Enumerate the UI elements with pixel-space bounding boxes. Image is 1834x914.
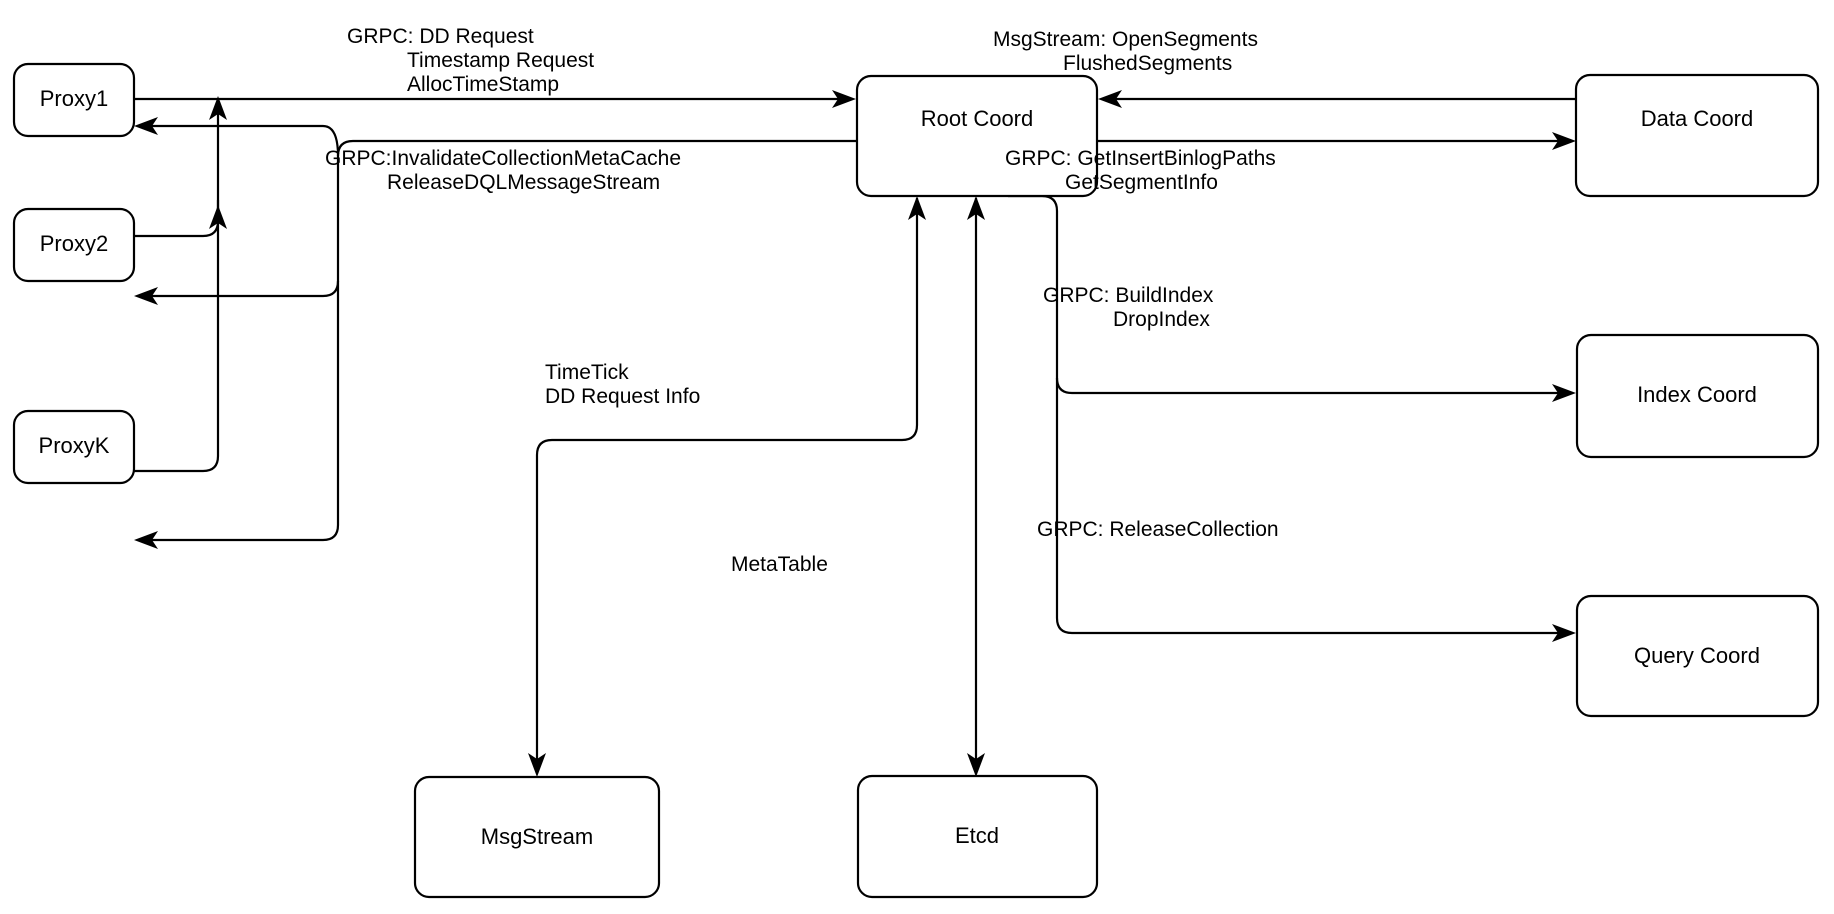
edge-label-root-to-index-line1: GRPC: BuildIndex bbox=[1043, 284, 1214, 307]
node-proxy2-shape[interactable] bbox=[12, 207, 136, 283]
node-proxy2-label: Proxy2 bbox=[40, 231, 108, 256]
arrowhead-into-msgstream bbox=[528, 753, 546, 777]
arrowhead-into-proxy2 bbox=[134, 287, 158, 305]
node-proxyk-shape[interactable] bbox=[12, 409, 136, 485]
edge-rootcoord-to-coords bbox=[1008, 194, 1576, 642]
edge-rootcoord-to-etcd bbox=[967, 196, 985, 777]
edge-label-root-to-msgstream: TimeTick DD Request Info bbox=[545, 361, 700, 408]
edge-label-root-to-index-line2: DropIndex bbox=[1113, 308, 1210, 331]
node-indexcoord-label: Index Coord bbox=[1637, 382, 1757, 407]
edge-rootcoord-to-datacoord bbox=[1097, 132, 1576, 150]
arrowhead-into-proxyk bbox=[134, 531, 158, 549]
node-indexcoord-shape[interactable] bbox=[1575, 333, 1820, 459]
edge-label-root-to-data-line2: GetSegmentInfo bbox=[1065, 171, 1218, 194]
edge-proxy2-to-merge bbox=[134, 200, 220, 238]
arrowhead-into-querycoord bbox=[1552, 624, 1576, 642]
node-rootcoord[interactable]: Root Coord bbox=[855, 74, 1099, 198]
edge-rootcoord-to-proxies bbox=[134, 117, 856, 549]
arrowhead-into-proxy1 bbox=[134, 117, 158, 135]
edge-label-data-to-root: MsgStream: OpenSegments FlushedSegments bbox=[993, 28, 1258, 75]
node-datacoord-label: Data Coord bbox=[1641, 106, 1754, 131]
edge-label-proxy-to-root: GRPC: DD Request Timestamp Request Alloc… bbox=[347, 25, 594, 96]
node-datacoord-shape[interactable] bbox=[1574, 73, 1820, 198]
edge-label-root-to-proxy: GRPC:InvalidateCollectionMetaCache Relea… bbox=[325, 147, 681, 194]
node-querycoord-shape[interactable] bbox=[1575, 594, 1820, 718]
node-rootcoord-label: Root Coord bbox=[921, 106, 1034, 131]
edge-line-rootcoord-to-msgstream bbox=[535, 198, 919, 765]
node-proxy1[interactable]: Proxy1 bbox=[12, 62, 136, 138]
edge-proxyk-to-merge bbox=[134, 113, 220, 473]
edge-rootcoord-trunk-to-proxies bbox=[146, 139, 856, 542]
arrowhead-into-rootcoord-bottom-right bbox=[967, 196, 985, 220]
node-querycoord-label: Query Coord bbox=[1634, 643, 1760, 668]
arrowhead-merge-upper bbox=[209, 96, 227, 120]
arrowhead-into-rootcoord-right bbox=[1098, 90, 1122, 108]
arrowhead-into-rootcoord-bottom-left bbox=[908, 196, 926, 220]
node-datacoord[interactable]: Data Coord bbox=[1574, 73, 1820, 198]
arrowhead-into-rootcoord-left bbox=[832, 90, 856, 108]
arrowhead-into-indexcoord bbox=[1552, 384, 1576, 402]
edge-branch-to-indexcoord bbox=[1055, 377, 1564, 395]
edge-label-root-to-data-line1: GRPC: GetInsertBinlogPaths bbox=[1005, 147, 1276, 170]
node-msgstream[interactable]: MsgStream bbox=[413, 775, 661, 899]
node-indexcoord[interactable]: Index Coord bbox=[1575, 333, 1820, 459]
node-msgstream-label: MsgStream bbox=[481, 824, 593, 849]
edge-label-data-to-root-line1: MsgStream: OpenSegments bbox=[993, 28, 1258, 51]
node-rootcoord-shape[interactable] bbox=[855, 74, 1099, 198]
edge-datacoord-to-rootcoord bbox=[1098, 90, 1576, 108]
edge-label-root-to-etcd: MetaTable bbox=[731, 553, 828, 576]
edge-label-root-to-query-line1: GRPC: ReleaseCollection bbox=[1037, 518, 1279, 541]
edge-rootcoord-to-msgstream bbox=[528, 178, 926, 777]
node-querycoord[interactable]: Query Coord bbox=[1575, 594, 1820, 718]
edge-label-root-to-etcd-line1: MetaTable bbox=[731, 553, 828, 576]
edge-label-root-to-index: GRPC: BuildIndex DropIndex bbox=[1043, 284, 1214, 331]
edge-label-root-to-proxy-line2: ReleaseDQLMessageStream bbox=[387, 171, 660, 194]
edge-trunk-rootcoord-down bbox=[1008, 194, 1564, 635]
edge-label-root-to-data: GRPC: GetInsertBinlogPaths GetSegmentInf… bbox=[1005, 147, 1276, 194]
edge-branch-to-proxy2 bbox=[146, 280, 340, 298]
edge-label-root-to-msgstream-line2: DD Request Info bbox=[545, 385, 700, 408]
edge-label-root-to-proxy-line1: GRPC:InvalidateCollectionMetaCache bbox=[325, 147, 681, 170]
node-etcd[interactable]: Etcd bbox=[856, 774, 1099, 899]
edge-label-root-to-query: GRPC: ReleaseCollection bbox=[1037, 518, 1279, 541]
edge-label-proxy-to-root-line3: AllocTimeStamp bbox=[407, 73, 559, 96]
node-msgstream-shape[interactable] bbox=[413, 775, 661, 899]
edge-branch-to-proxy1 bbox=[146, 124, 340, 157]
edge-label-proxy-to-root-line1: GRPC: DD Request bbox=[347, 25, 534, 48]
node-proxy1-label: Proxy1 bbox=[40, 86, 108, 111]
arrowhead-into-etcd bbox=[967, 753, 985, 777]
edge-label-root-to-msgstream-line1: TimeTick bbox=[545, 361, 629, 384]
arrowhead-into-datacoord bbox=[1552, 132, 1576, 150]
edge-label-data-to-root-line2: FlushedSegments bbox=[1063, 52, 1232, 75]
node-proxy2[interactable]: Proxy2 bbox=[12, 207, 136, 283]
arrowhead-merge-lower bbox=[209, 205, 227, 229]
node-proxyk-label: ProxyK bbox=[39, 433, 110, 458]
node-etcd-shape[interactable] bbox=[856, 774, 1099, 899]
node-etcd-label: Etcd bbox=[955, 823, 999, 848]
node-proxy1-shape[interactable] bbox=[12, 62, 136, 138]
edge-proxies-to-rootcoord bbox=[134, 90, 856, 473]
node-proxyk[interactable]: ProxyK bbox=[12, 409, 136, 485]
edge-label-proxy-to-root-line2: Timestamp Request bbox=[407, 49, 594, 72]
